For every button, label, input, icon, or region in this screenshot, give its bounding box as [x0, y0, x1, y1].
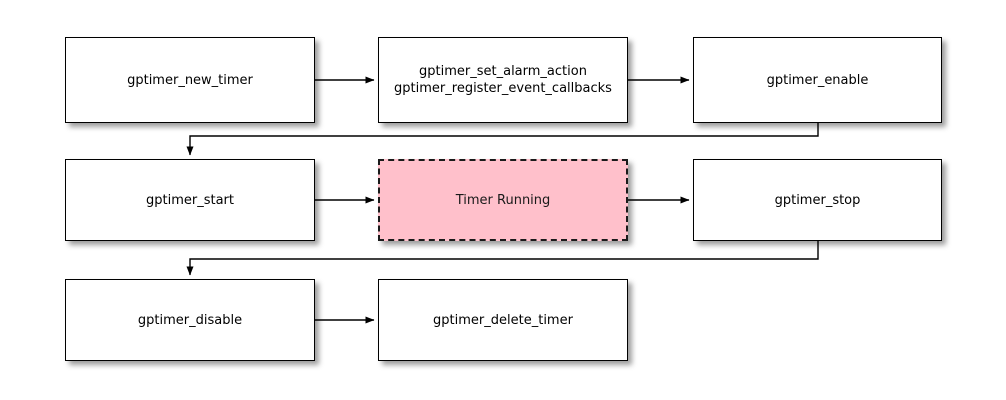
node-label: gptimer_set_alarm_action gptimer_registe… [394, 64, 612, 96]
node-gptimer-delete-timer[interactable]: gptimer_delete_timer [378, 279, 628, 361]
node-gptimer-start[interactable]: gptimer_start [65, 159, 315, 241]
node-label: gptimer_start [146, 192, 234, 208]
edge-enable-to-start [186, 123, 819, 156]
node-label: gptimer_enable [766, 72, 869, 88]
edge-stop-to-disable [186, 241, 819, 276]
node-label: gptimer_disable [137, 312, 243, 328]
node-gptimer-new-timer[interactable]: gptimer_new_timer [65, 37, 315, 123]
node-label: gptimer_stop [774, 192, 861, 208]
node-label: gptimer_delete_timer [433, 312, 573, 328]
node-timer-running[interactable]: Timer Running [378, 159, 628, 241]
node-label: Timer Running [455, 192, 551, 208]
node-gptimer-enable[interactable]: gptimer_enable [693, 37, 942, 123]
node-gptimer-disable[interactable]: gptimer_disable [65, 279, 315, 361]
node-label: gptimer_new_timer [127, 72, 253, 88]
node-gptimer-stop[interactable]: gptimer_stop [693, 159, 942, 241]
node-gptimer-set-alarm-action[interactable]: gptimer_set_alarm_action gptimer_registe… [378, 37, 628, 123]
